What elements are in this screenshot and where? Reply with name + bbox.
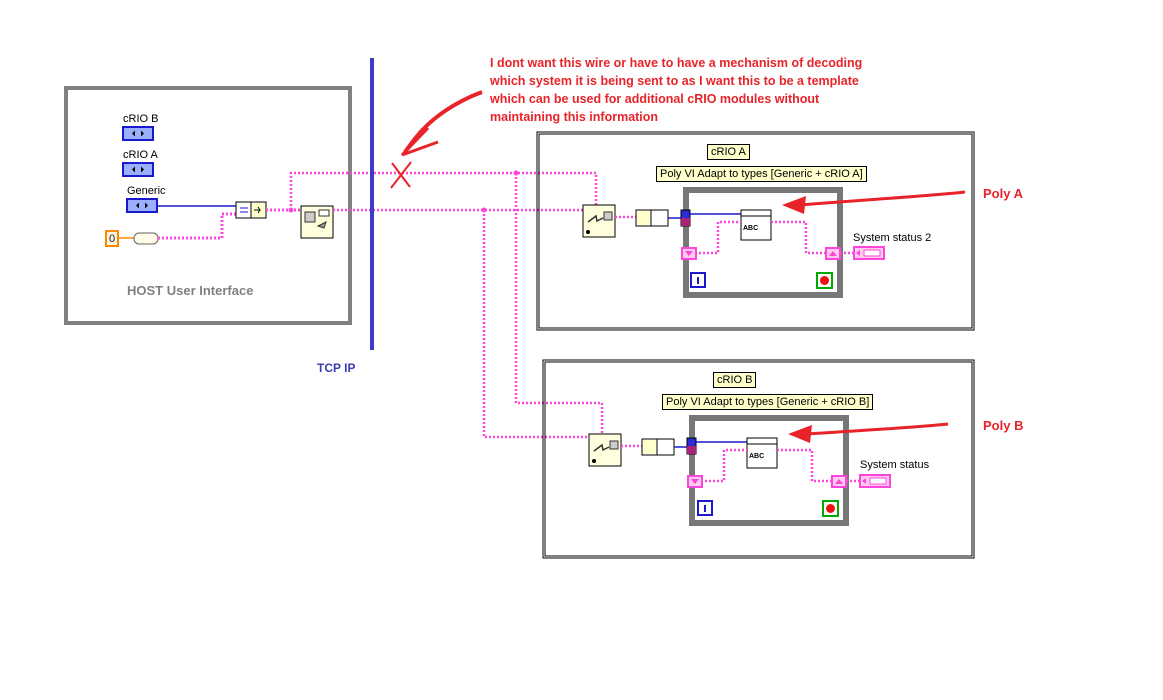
crio-a-stop-terminal[interactable] — [816, 272, 833, 289]
crio-b-unbundle[interactable] — [641, 438, 675, 456]
crio-b-iteration-terminal — [697, 500, 713, 516]
convert-node[interactable] — [133, 232, 159, 245]
crio-b-indicator-label: System status — [860, 459, 930, 471]
crio-a-control-label: cRIO A — [123, 149, 158, 161]
host-send-vi[interactable] — [300, 205, 334, 239]
numeric-constant-value: 0 — [108, 233, 116, 245]
crio-b-while-loop — [689, 415, 849, 526]
crio-b-status-indicator[interactable] — [859, 474, 891, 488]
red-cross-mark — [390, 161, 412, 189]
tcp-ip-label: TCP IP — [317, 361, 356, 375]
crio-a-poly-label: Poly VI Adapt to types [Generic + cRIO A… — [656, 166, 867, 182]
variant-wire-host — [158, 212, 236, 240]
crio-b-frame — [542, 359, 975, 559]
crio-b-abc-text: ABC — [749, 453, 765, 460]
host-frame — [64, 86, 352, 325]
crio-a-while-loop — [683, 187, 843, 298]
crio-b-name-label: cRIO B — [713, 372, 757, 388]
poly-b-arrow — [805, 422, 949, 436]
crio-a-control[interactable] — [122, 162, 154, 177]
wire-top-to-crio-b — [514, 173, 604, 437]
crio-b-poly-label: Poly VI Adapt to types [Generic + cRIO B… — [662, 394, 874, 410]
crio-b-control-label: cRIO B — [123, 113, 159, 125]
crio-a-unbundle[interactable] — [635, 209, 669, 227]
bundle-node-host[interactable] — [235, 201, 267, 219]
crio-b-abc-subvi[interactable] — [746, 437, 778, 469]
crio-a-read-vi[interactable] — [582, 204, 616, 238]
crio-b-control[interactable] — [122, 126, 154, 141]
annotation-arrow — [403, 90, 483, 154]
crio-a-abc-text: ABC — [743, 225, 759, 232]
poly-a-callout: Poly A — [983, 186, 1023, 201]
generic-control[interactable] — [126, 198, 158, 213]
poly-b-callout: Poly B — [983, 418, 1024, 433]
crio-b-stop-terminal[interactable] — [822, 500, 839, 517]
crio-b-read-vi[interactable] — [588, 433, 622, 467]
poly-a-arrow — [799, 190, 966, 207]
crio-a-indicator-label: System status 2 — [853, 232, 932, 244]
crio-a-iteration-terminal — [690, 272, 706, 288]
wire-host-to-crio-a — [289, 171, 598, 210]
crio-a-name-label: cRIO A — [707, 144, 750, 160]
crio-a-abc-subvi[interactable] — [740, 209, 772, 241]
crio-a-frame — [536, 131, 975, 331]
wire-to-crio-b — [482, 210, 589, 439]
crio-a-status-indicator[interactable] — [853, 246, 885, 260]
generic-control-label: Generic — [127, 185, 166, 197]
host-title: HOST User Interface — [127, 283, 254, 298]
annotation-text: I dont want this wire or have to have a … — [490, 56, 863, 124]
